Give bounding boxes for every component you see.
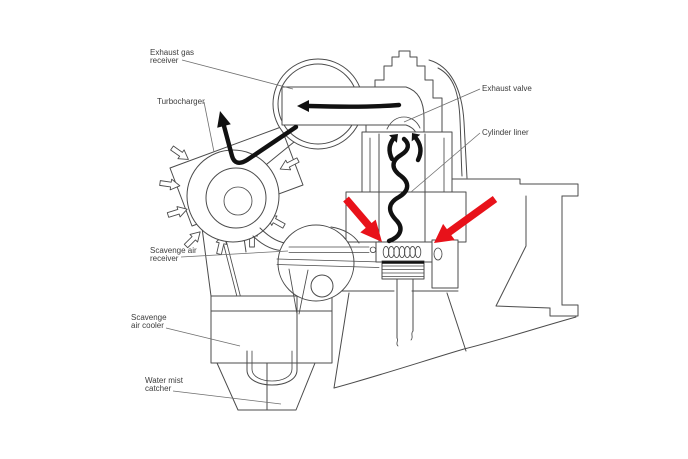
highlight-arrow-left-head xyxy=(360,219,382,242)
cylinder-liner-walls xyxy=(378,133,426,243)
scavenge-air-receiver-shell xyxy=(277,224,355,302)
label-scavenge-air-cooler: Scavenge xyxy=(131,313,167,322)
label-exhaust-gas-receiver: Exhaust gas xyxy=(150,48,194,57)
engine-frame xyxy=(333,59,579,389)
drain-u-pipe xyxy=(246,350,298,386)
piston-rod xyxy=(396,278,414,339)
label-water-mist-catcher-line2: catcher xyxy=(145,384,172,393)
exhaust-gas-flow xyxy=(217,100,423,244)
scavenge-air-cooler-box xyxy=(210,295,333,364)
in-cylinder-swirl-flow xyxy=(386,136,410,244)
label-scavenge-air-cooler-line2: air cooler xyxy=(131,321,164,330)
scavenge-port-highlight xyxy=(343,195,498,243)
exhaust-valve-seat xyxy=(386,116,421,130)
piston-crown xyxy=(381,260,425,280)
turbine-flow-line xyxy=(221,123,299,165)
label-exhaust-valve: Exhaust valve xyxy=(482,84,532,93)
scavenge-ports xyxy=(382,245,422,259)
turbo-housing xyxy=(186,149,280,243)
turbo-casing xyxy=(169,126,304,227)
label-scavenge-air-receiver: Scavenge air xyxy=(150,246,197,255)
label-scavenge-air-receiver-line2: receiver xyxy=(150,254,179,263)
highlight-arrow-left-shaft xyxy=(343,196,373,230)
label-leader-lines xyxy=(165,59,481,405)
engine-skirt xyxy=(333,292,467,389)
label-water-mist-catcher: Water mist xyxy=(145,376,184,385)
scavenge-port-band xyxy=(375,241,433,263)
highlight-arrow-right-head xyxy=(434,223,455,243)
cooling-pipe xyxy=(288,246,370,253)
port-chamber-right xyxy=(431,239,459,289)
receiver-flow-arrow xyxy=(306,102,402,109)
highlight-arrow-right-shaft xyxy=(445,195,498,237)
turbocharger-assembly xyxy=(158,126,304,256)
scavenge-air-receiver-assembly xyxy=(276,224,382,315)
labels: Exhaust gas receiver Turbocharger Exhaus… xyxy=(131,48,532,393)
label-cylinder-liner: Cylinder liner xyxy=(482,128,529,137)
water-mist-catcher-box xyxy=(216,362,316,411)
label-turbocharger: Turbocharger xyxy=(157,97,205,106)
label-exhaust-gas-receiver-line2: receiver xyxy=(150,56,179,65)
